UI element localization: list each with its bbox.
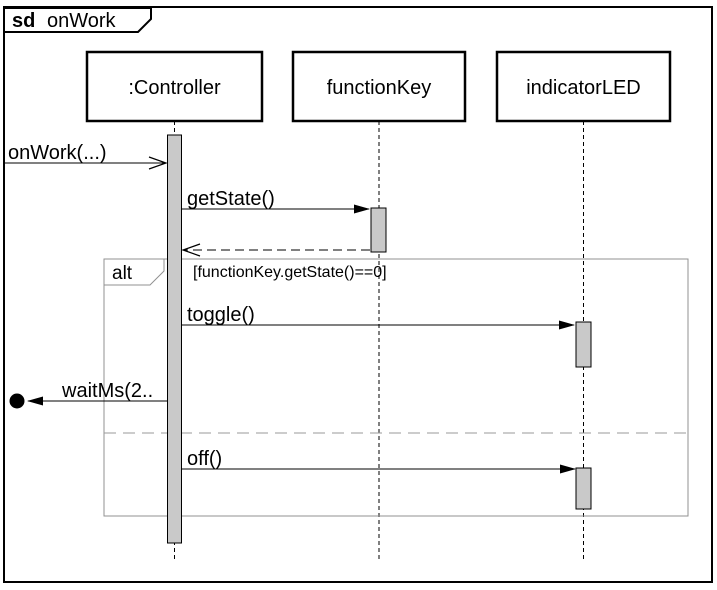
- activation-controller: [167, 134, 182, 544]
- alt-operator-pentagon: [103, 258, 165, 286]
- message-off-filled-arrowhead-icon: [560, 464, 576, 474]
- activation-indicatorled-1: [575, 321, 592, 368]
- lifeline-indicatorled-head: [495, 50, 672, 123]
- message-onwork-label: onWork(...): [8, 142, 107, 164]
- alt-fragment-border: [103, 258, 689, 517]
- message-waitms-filled-arrowhead-icon: [27, 396, 43, 406]
- frame-title: onWork: [47, 10, 117, 32]
- message-reply-open-arrowhead-icon: [181, 243, 201, 257]
- lifeline-indicatorled-name: indicatorLED: [526, 77, 641, 99]
- message-toggle-filled-arrowhead-icon: [559, 320, 575, 330]
- alt-operator-label: alt: [112, 263, 133, 284]
- message-off-label: off(): [187, 448, 222, 470]
- lifeline-controller-name: :Controller: [128, 77, 221, 99]
- message-getstate-filled-arrowhead-icon: [354, 204, 370, 214]
- activation-indicatorled-2: [575, 467, 592, 510]
- lifeline-controller-head: [85, 50, 264, 123]
- message-getstate-label: getState(): [187, 188, 275, 210]
- frame-title-pentagon: [3, 7, 152, 33]
- lifeline-functionkey-head: [291, 50, 467, 123]
- message-waitms-label: waitMs(2..: [61, 380, 153, 402]
- message-toggle-label: toggle(): [187, 304, 255, 326]
- diagram-frame: [3, 6, 713, 583]
- frame-keyword: sd: [12, 10, 35, 32]
- alt-guard-label: [functionKey.getState()==0]: [193, 264, 387, 281]
- activation-functionkey: [370, 207, 387, 253]
- message-onwork-open-arrowhead-icon: [148, 156, 168, 170]
- lifeline-functionkey-name: functionKey: [327, 77, 432, 99]
- lost-message-circle-icon: [9, 393, 25, 409]
